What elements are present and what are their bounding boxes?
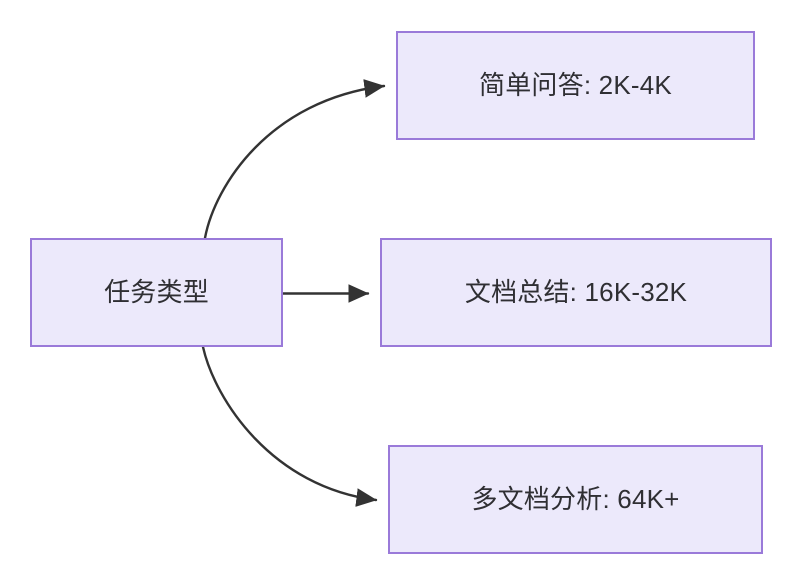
node-simple-qa-label: 简单问答: 2K-4K [479,69,672,100]
edge-root-to-simple-qa [203,79,386,240]
node-multi-doc-label: 多文档分析: 64K+ [471,483,680,514]
node-multi-doc[interactable]: 多文档分析: 64K+ [388,445,763,554]
node-simple-qa[interactable]: 简单问答: 2K-4K [396,31,755,140]
edge-root-to-multi-doc [201,345,378,507]
node-doc-summary-label: 文档总结: 16K-32K [464,276,688,307]
node-task-type-label: 任务类型 [104,276,209,307]
node-doc-summary[interactable]: 文档总结: 16K-32K [380,238,772,347]
node-task-type[interactable]: 任务类型 [30,238,283,347]
